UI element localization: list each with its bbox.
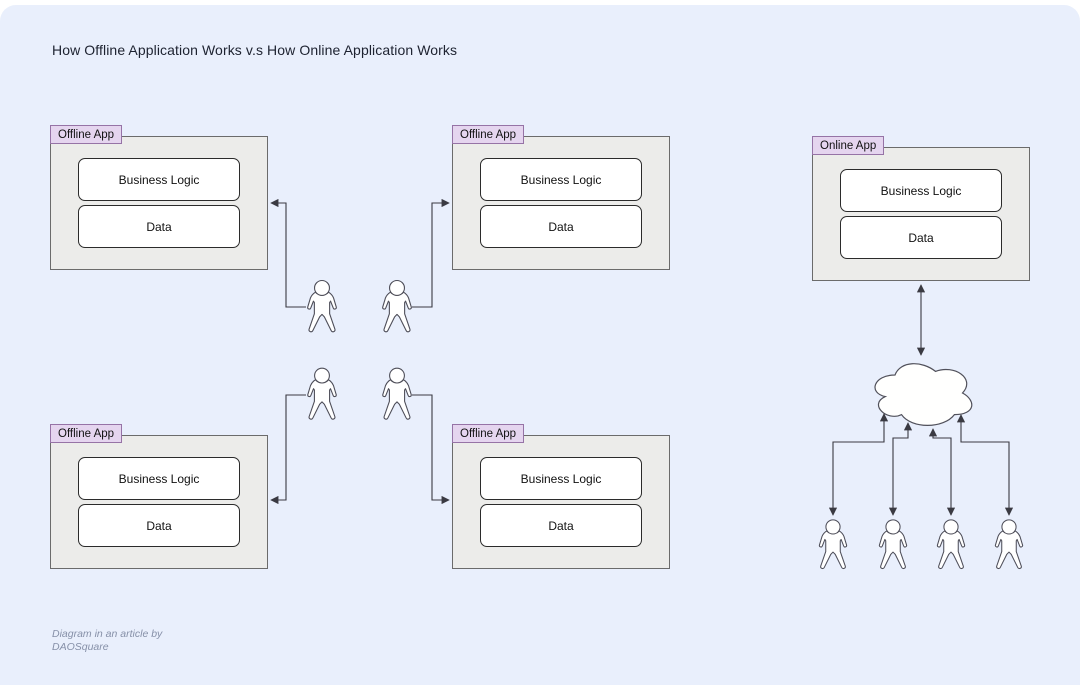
app-tab-label: Offline App	[452, 125, 524, 144]
offline-app-box-4: Offline App Business Logic Data	[452, 424, 670, 579]
business-logic-box: Business Logic	[480, 457, 642, 500]
data-box: Data	[480, 504, 642, 547]
person-icon	[874, 518, 912, 573]
app-body: Business Logic Data	[452, 435, 670, 569]
app-tab-label: Offline App	[50, 424, 122, 443]
data-box: Data	[78, 205, 240, 248]
attribution-line2: DAOSquare	[52, 641, 162, 654]
online-app-box: Online App Business Logic Data	[812, 136, 1030, 291]
connector-cloud-online-user2	[893, 423, 908, 515]
business-logic-box: Business Logic	[78, 158, 240, 201]
app-body: Business Logic Data	[50, 435, 268, 569]
app-body: Business Logic Data	[452, 136, 670, 270]
business-logic-box: Business Logic	[480, 158, 642, 201]
attribution-line1: Diagram in an article by	[52, 628, 162, 641]
connector-user3-offline-app3	[271, 395, 306, 500]
connector-cloud-online-user3	[933, 429, 951, 515]
connector-cloud-online-user1	[833, 414, 884, 515]
app-body: Business Logic Data	[50, 136, 268, 270]
connector-layer	[0, 5, 1080, 690]
business-logic-box: Business Logic	[840, 169, 1002, 212]
connector-user1-offline-app1	[271, 203, 306, 307]
offline-app-box-2: Offline App Business Logic Data	[452, 125, 670, 280]
data-box: Data	[78, 504, 240, 547]
connector-user4-offline-app4	[412, 395, 449, 500]
person-icon	[377, 367, 417, 423]
diagram-canvas: How Offline Application Works v.s How On…	[0, 5, 1080, 685]
business-logic-box: Business Logic	[78, 457, 240, 500]
data-box: Data	[840, 216, 1002, 259]
attribution-text: Diagram in an article by DAOSquare	[52, 628, 162, 654]
person-icon	[990, 518, 1028, 573]
connector-user2-offline-app2	[412, 203, 449, 307]
person-icon	[814, 518, 852, 573]
app-tab-label: Offline App	[50, 125, 122, 144]
person-icon	[377, 279, 417, 336]
app-body: Business Logic Data	[812, 147, 1030, 281]
offline-app-box-3: Offline App Business Logic Data	[50, 424, 268, 579]
app-tab-label: Online App	[812, 136, 884, 155]
person-icon	[302, 367, 342, 423]
page-title: How Offline Application Works v.s How On…	[52, 42, 457, 58]
cloud-icon	[875, 364, 972, 426]
offline-app-box-1: Offline App Business Logic Data	[50, 125, 268, 280]
data-box: Data	[480, 205, 642, 248]
connector-cloud-online-user4	[961, 415, 1009, 515]
person-icon	[302, 279, 342, 336]
app-tab-label: Offline App	[452, 424, 524, 443]
person-icon	[932, 518, 970, 573]
